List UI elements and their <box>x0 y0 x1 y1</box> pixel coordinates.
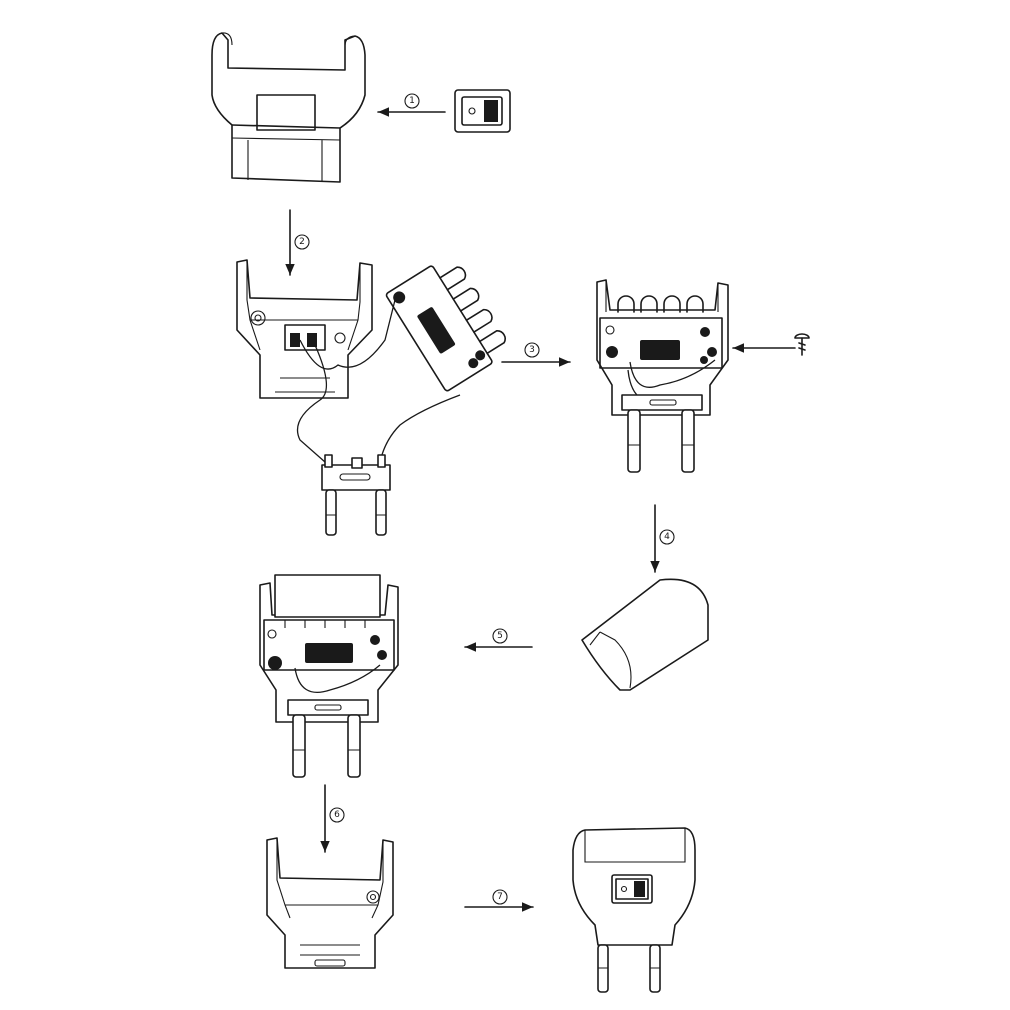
step-number-7: 7 <box>497 892 503 902</box>
step-6-arrow: 6 <box>320 784 345 853</box>
open-housing-with-wiring <box>236 259 506 536</box>
step-5-arrow: 5 <box>464 628 533 652</box>
housing-with-board <box>596 279 729 473</box>
housing-with-cover <box>259 574 399 778</box>
screw <box>794 333 810 356</box>
step-2-arrow: 2 <box>285 209 310 276</box>
step-number-5: 5 <box>497 631 503 641</box>
step-number-1: 1 <box>409 96 415 106</box>
step-number-4: 4 <box>664 532 670 542</box>
step-3-arrow: 3 <box>501 342 571 367</box>
finished-night-light <box>572 827 696 993</box>
step-4-arrow: 4 <box>650 504 675 573</box>
step-number-6: 6 <box>334 810 340 820</box>
step-7-arrow: 7 <box>464 889 534 912</box>
rocker-switch <box>454 89 511 133</box>
front-cover <box>581 578 709 691</box>
step-number-2: 2 <box>299 237 305 247</box>
step-1-arrow: 1 <box>377 93 446 117</box>
step-number-3: 3 <box>529 345 535 355</box>
back-housing <box>266 837 394 969</box>
upper-housing <box>211 32 366 183</box>
